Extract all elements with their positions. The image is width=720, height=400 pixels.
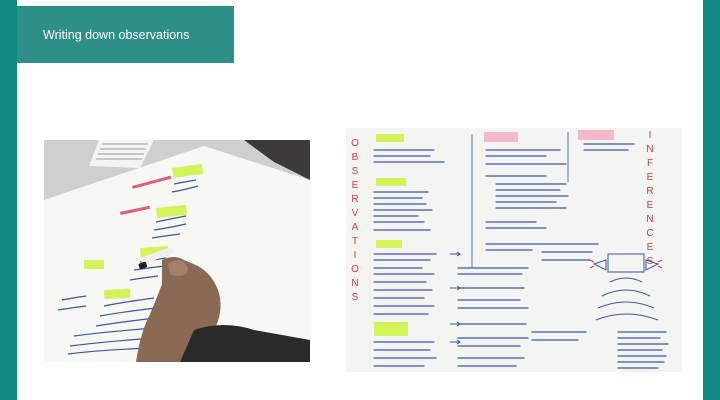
svg-text:O: O (351, 264, 359, 275)
svg-text:I: I (354, 250, 357, 261)
svg-text:R: R (351, 194, 358, 205)
svg-text:C: C (646, 228, 653, 239)
svg-text:E: E (647, 200, 654, 211)
svg-text:A: A (352, 222, 359, 233)
svg-text:S: S (352, 166, 359, 177)
photo-writing-observations (44, 140, 310, 362)
svg-text:N: N (646, 214, 653, 225)
svg-text:R: R (646, 186, 653, 197)
svg-text:I: I (649, 130, 652, 141)
section-title: Writing down observations (43, 27, 190, 42)
svg-text:N: N (646, 144, 653, 155)
svg-text:F: F (647, 158, 653, 169)
svg-text:S: S (352, 292, 359, 303)
svg-text:E: E (647, 242, 654, 253)
svg-text:N: N (351, 278, 358, 289)
svg-text:V: V (352, 208, 359, 219)
svg-text:E: E (352, 180, 359, 191)
svg-text:E: E (647, 172, 654, 183)
svg-text:O: O (351, 138, 359, 149)
section-title-tab: Writing down observations (17, 6, 234, 63)
svg-text:T: T (352, 236, 358, 247)
svg-text:B: B (352, 152, 359, 163)
